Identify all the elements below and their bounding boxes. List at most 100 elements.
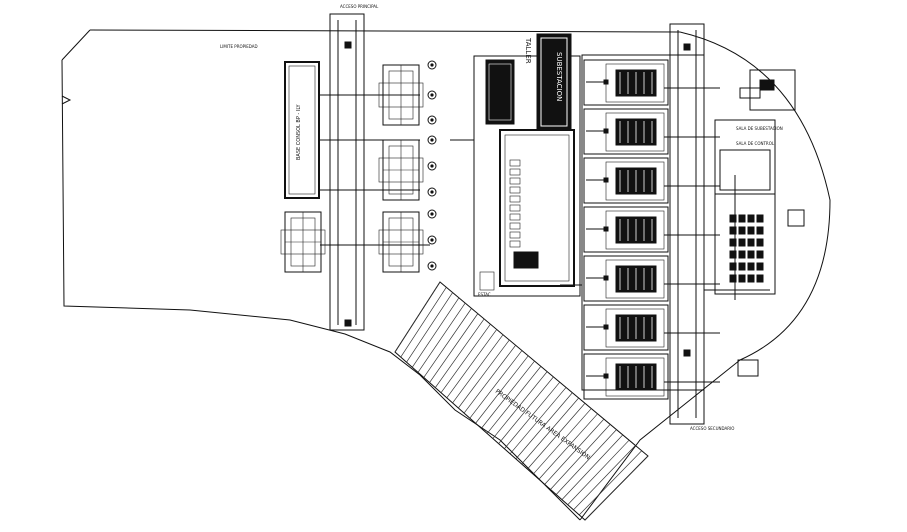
hatch-line (550, 424, 611, 490)
generator-module (583, 59, 720, 106)
cabinet (747, 238, 755, 247)
hatch-line (446, 329, 498, 399)
hatch-line (567, 439, 630, 505)
cabinet (756, 250, 764, 259)
hatch-line (423, 308, 472, 378)
cabinet (738, 214, 746, 223)
hatch-line (394, 281, 441, 353)
panel-box (509, 213, 521, 221)
cabinet (756, 226, 764, 235)
hatch-line (481, 360, 535, 429)
panel-box (509, 186, 521, 194)
equipment-module (378, 64, 424, 126)
marker-circle (427, 135, 437, 145)
hatch-line (440, 323, 491, 393)
generator-module (583, 255, 720, 302)
cabinet (729, 226, 737, 235)
hatch-line (429, 313, 479, 383)
estac-label: ESTAC. (478, 292, 492, 297)
cabinet (747, 262, 755, 271)
marker-circle (427, 235, 437, 245)
hatch-line (532, 408, 592, 475)
marker-circle (427, 90, 437, 100)
marker-circle (427, 161, 437, 171)
hatch-line (400, 287, 447, 358)
cabinet (729, 262, 737, 271)
hatch-line (573, 445, 636, 511)
hatch-line (411, 297, 460, 368)
tank (739, 87, 761, 99)
panel-box (509, 168, 521, 176)
hatch-line (498, 376, 554, 444)
marker-circle (427, 209, 437, 219)
equipment-module (280, 211, 326, 273)
hatch-line (521, 397, 579, 465)
pump (759, 79, 775, 91)
hatch-line (469, 350, 523, 419)
cabinet (738, 274, 746, 283)
right-room-label: SALA DE CONTROL (736, 141, 775, 146)
hatch-line (435, 318, 485, 388)
boundary-label: LIMITE PROPIEDAD (220, 44, 258, 49)
generator-module (583, 108, 720, 155)
cabinet (756, 214, 764, 223)
cabinet (747, 250, 755, 259)
cabinet (729, 214, 737, 223)
marker-circle (427, 261, 437, 271)
door-block (479, 271, 495, 291)
hatch-line (475, 355, 529, 424)
marker-circle (427, 115, 437, 125)
panel-box (509, 195, 521, 203)
hatch-line (458, 339, 510, 409)
left-corridor: ACCESO PRINCIPAL (320, 4, 430, 331)
left-building: BASE CONSOL BP - ILY (284, 61, 320, 199)
hatch-line (561, 434, 624, 500)
generator-module (583, 353, 720, 400)
cabinet (729, 238, 737, 247)
panel-box (509, 177, 521, 185)
left-modules (280, 64, 424, 273)
right-building: ACCESO SECUNDARIO (581, 23, 734, 431)
generator-module (583, 304, 720, 351)
right-top-label: SALA DE SUBESTACION (736, 126, 783, 131)
panel-box (509, 222, 521, 230)
left-building-label: BASE CONSOL BP - ILY (296, 104, 302, 160)
center-building: TALLER SUBESTACION ESTAC. (450, 33, 582, 297)
hatch-line (463, 345, 516, 414)
hatch-line (555, 429, 617, 495)
hatch-line (406, 292, 453, 363)
panel-box (509, 204, 521, 212)
hatched-expansion-area: PROPIEDAD FUTURA AREA EXPANSION (394, 281, 649, 521)
hatch-line (452, 334, 504, 404)
hatch-line (578, 450, 642, 516)
panel-box (509, 159, 521, 167)
cabinet (738, 238, 746, 247)
hatch-line (527, 403, 586, 470)
cabinet (729, 250, 737, 259)
panel-box (509, 231, 521, 239)
cabinet (738, 250, 746, 259)
left-circle-markers (427, 60, 437, 271)
marker-circle (427, 60, 437, 70)
generator-module (583, 157, 720, 204)
cabinet (747, 214, 755, 223)
cabinet (756, 262, 764, 271)
switchboard (513, 251, 539, 269)
equipment-module (378, 211, 424, 273)
cabinet (738, 262, 746, 271)
north-access-label: ACCESO PRINCIPAL (340, 4, 379, 9)
hatch-line (515, 392, 573, 460)
far-right-rooms: SALA DE SUBESTACION SALA DE CONTROL LIMI… (220, 44, 805, 377)
south-access-label: ACCESO SECUNDARIO (690, 426, 734, 431)
marker-circle (427, 187, 437, 197)
cabinet (747, 226, 755, 235)
hatch-line (544, 418, 605, 485)
cabinet (756, 238, 764, 247)
hatch-line (538, 413, 598, 480)
generator-module (583, 206, 720, 253)
hatch-line (486, 366, 542, 434)
equipment-module (378, 139, 424, 201)
subestacion-label: SUBESTACION (555, 52, 563, 101)
hatch-line (492, 371, 548, 439)
